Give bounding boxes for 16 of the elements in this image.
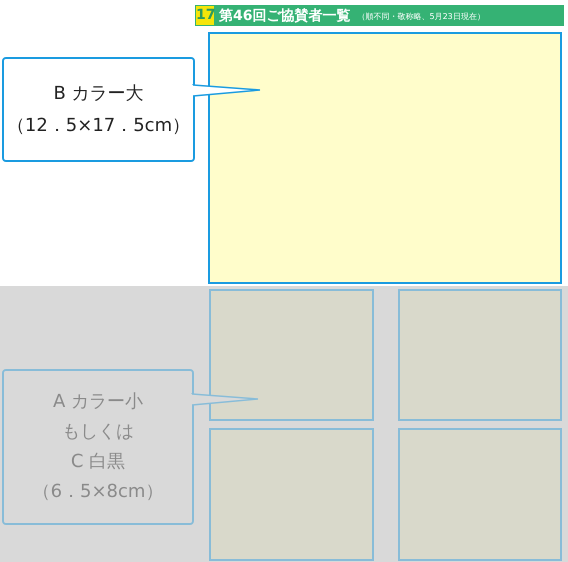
- callout-text: （12．5×17．5cm）: [6, 114, 190, 138]
- callout: [2, 369, 194, 525]
- callout: [2, 57, 195, 162]
- ad-space: [398, 289, 562, 421]
- note-text: （順不同・敬称略、5月23日現在）: [357, 12, 485, 22]
- callout-text: もしくは: [62, 420, 134, 444]
- callout-text: （6．5×8cm）: [32, 480, 164, 504]
- ad-space: [398, 428, 562, 561]
- ad-space: [208, 32, 562, 284]
- callout-text: A カラー小: [52, 390, 144, 414]
- callout-text: B カラー大: [53, 82, 144, 106]
- page-title: 第46回ご協賛者一覧: [219, 6, 350, 24]
- callout-text: C 白黒: [70, 450, 126, 474]
- ad-space: [209, 428, 374, 561]
- ad-space: [209, 289, 374, 421]
- callout-pointer: [191, 393, 259, 406]
